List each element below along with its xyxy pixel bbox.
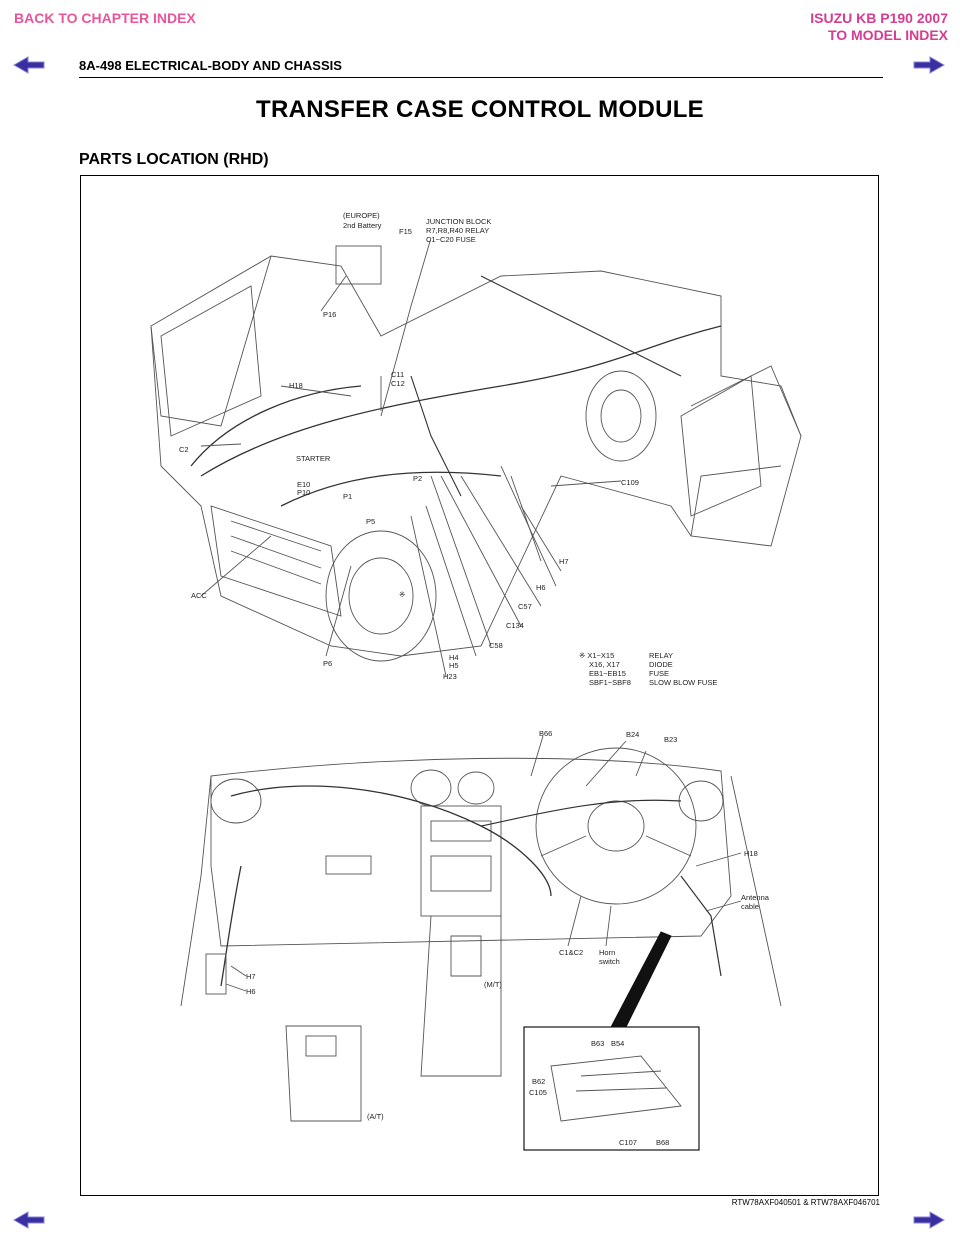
label-b23: B23	[664, 735, 677, 744]
legend-x16-x17: X16, X17	[589, 660, 620, 669]
back-to-chapter-index-link[interactable]: BACK TO CHAPTER INDEX	[14, 10, 196, 26]
label-c107: C107	[619, 1138, 637, 1147]
label-horn: Horn	[599, 948, 615, 957]
page-title: TRANSFER CASE CONTROL MODULE	[256, 96, 704, 123]
label-c11: C11	[391, 370, 404, 379]
label-p6: P6	[323, 659, 332, 668]
label-h4: H4	[449, 653, 459, 662]
label-h7: H7	[559, 557, 569, 566]
label-cable: cable	[741, 902, 759, 911]
label-b63: B63	[591, 1039, 604, 1048]
label-2nd-battery: 2nd Battery	[343, 221, 382, 230]
label-c1c2: C1&C2	[559, 948, 583, 957]
label-antenna: Antenna	[741, 893, 770, 902]
label-h7-dash: H7	[246, 972, 256, 981]
parts-location-diagram: (EUROPE) 2nd Battery F15 JUNCTION BLOCK …	[80, 175, 879, 1196]
label-h6-dash: H6	[246, 987, 256, 996]
model-name: ISUZU KB P190 2007	[810, 10, 948, 26]
label-e10: E10	[297, 480, 310, 489]
label-acc: ACC	[191, 591, 207, 600]
label-junction-block: JUNCTION BLOCK	[426, 217, 491, 226]
label-p1: P1	[343, 492, 352, 501]
label-c105: C105	[529, 1088, 547, 1097]
to-model-index-label: TO MODEL INDEX	[827, 27, 948, 43]
legend-diode: DIODE	[649, 660, 673, 669]
label-jb-fuses: C1~C20 FUSE	[426, 235, 476, 244]
header-divider	[79, 77, 883, 78]
label-p16: P16	[323, 310, 336, 319]
label-starter: STARTER	[296, 454, 331, 463]
label-c58: C58	[489, 641, 503, 650]
label-b66: B66	[539, 729, 552, 738]
label-c134: C134	[506, 621, 524, 630]
label-note-mark: ※	[399, 590, 405, 599]
figure-reference: RTW78AXF040501 & RTW78AXF046701	[731, 1198, 880, 1207]
label-b54: B54	[611, 1039, 624, 1048]
label-jb-relays: R7,R8,R40 RELAY	[426, 226, 489, 235]
left-arrow-icon[interactable]	[12, 1210, 46, 1230]
wiring-illustration: (EUROPE) 2nd Battery F15 JUNCTION BLOCK …	[150, 211, 802, 1151]
label-at: (A/T)	[367, 1112, 384, 1121]
label-h18: H18	[289, 381, 303, 390]
label-f15: F15	[399, 227, 412, 236]
label-c2: C2	[179, 445, 189, 454]
label-switch: switch	[599, 957, 620, 966]
legend-fuse: FUSE	[649, 669, 669, 678]
label-h23: H23	[443, 672, 457, 681]
right-arrow-icon[interactable]	[912, 55, 946, 75]
label-europe: (EUROPE)	[343, 211, 380, 220]
label-c109: C109	[621, 478, 639, 487]
label-c57: C57	[518, 602, 532, 611]
legend-sbf: SBF1~SBF8	[589, 678, 631, 687]
section-header: 8A-498 ELECTRICAL-BODY AND CHASSIS	[79, 58, 342, 73]
right-arrow-icon[interactable]	[912, 1210, 946, 1230]
legend-relay: RELAY	[649, 651, 673, 660]
legend-x1-x15: ※ X1~X15	[579, 651, 614, 660]
label-mt: (M/T)	[484, 980, 502, 989]
label-b62: B62	[532, 1077, 545, 1086]
label-p2: P2	[413, 474, 422, 483]
section-heading: PARTS LOCATION (RHD)	[79, 151, 269, 168]
label-h6: H6	[536, 583, 546, 592]
legend-eb: EB1~EB15	[589, 669, 626, 678]
model-index-link[interactable]: ISUZU KB P190 2007 TO MODEL INDEX	[810, 10, 948, 44]
label-b68: B68	[656, 1138, 669, 1147]
label-p10: P10	[297, 488, 310, 497]
label-p5: P5	[366, 517, 375, 526]
label-b24: B24	[626, 730, 639, 739]
label-h5: H5	[449, 661, 459, 670]
label-c12: C12	[391, 379, 405, 388]
left-arrow-icon[interactable]	[12, 55, 46, 75]
label-h18-dash: H18	[744, 849, 758, 858]
legend-slow-blow-fuse: SLOW BLOW FUSE	[649, 678, 717, 687]
